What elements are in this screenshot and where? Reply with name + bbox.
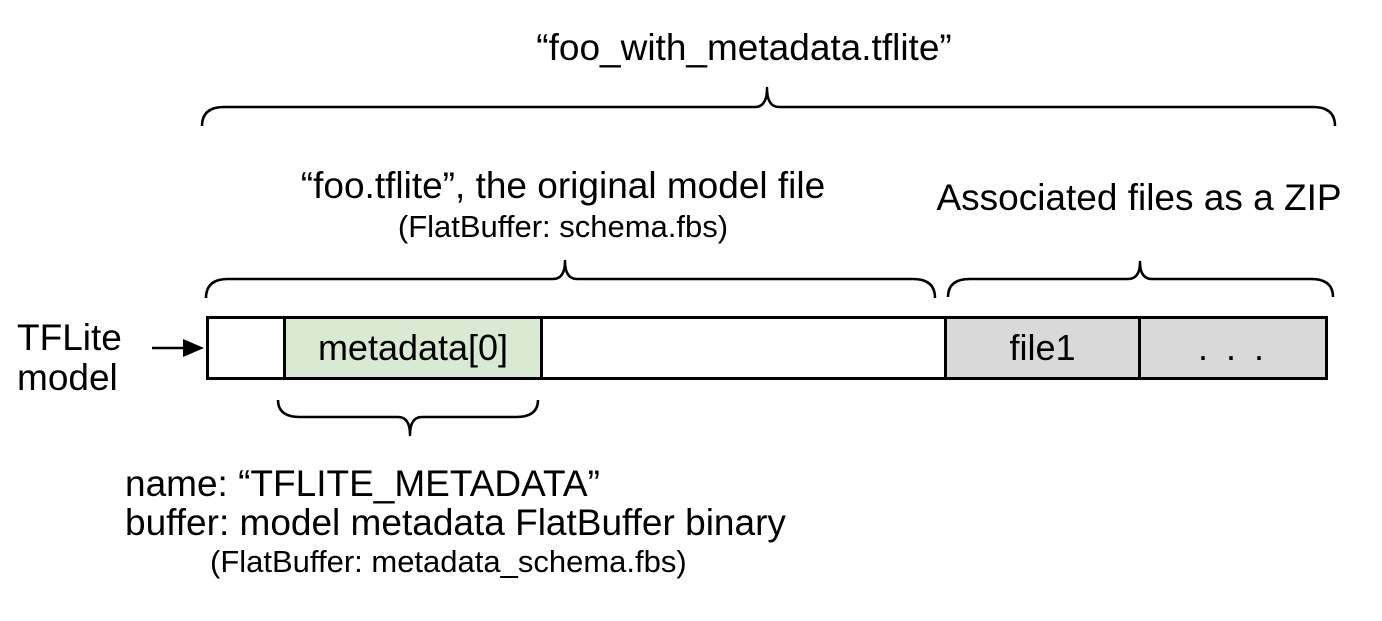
metadata-buffer-line: buffer: model metadata FlatBuffer binary — [125, 502, 786, 543]
model-file-sublabel: (FlatBuffer: schema.fbs) — [397, 209, 729, 244]
bar-segment-model-body — [540, 319, 944, 377]
top-file-brace-icon — [200, 86, 1337, 127]
bar-segment-file1: file1 — [944, 319, 1138, 377]
page-title: “foo_with_metadata.tflite” — [536, 27, 952, 68]
metadata-brace-icon — [276, 399, 540, 437]
tflite-model-label: TFLite model — [17, 317, 122, 398]
metadata-schema-line: (FlatBuffer: metadata_schema.fbs) — [210, 544, 687, 579]
associated-files-brace-icon — [946, 260, 1335, 298]
bar-segment-padding — [209, 319, 283, 377]
model-file-section-label: “foo.tflite”, the original model file (F… — [301, 164, 825, 246]
model-file-label: “foo.tflite”, the original model file — [300, 165, 826, 206]
tflite-model-bar: metadata[0] file1 . . . — [206, 316, 1328, 380]
associated-files-label: Associated files as a ZIP — [936, 177, 1342, 218]
bar-segment-metadata: metadata[0] — [283, 319, 540, 377]
model-file-brace-icon — [204, 259, 937, 299]
metadata-name-line: name: “TFLITE_METADATA” — [125, 463, 600, 504]
pointer-arrow-icon — [183, 339, 204, 357]
bar-segment-more-files: . . . — [1138, 319, 1325, 377]
metadata-annotation: name: “TFLITE_METADATA” buffer: model me… — [125, 464, 786, 581]
